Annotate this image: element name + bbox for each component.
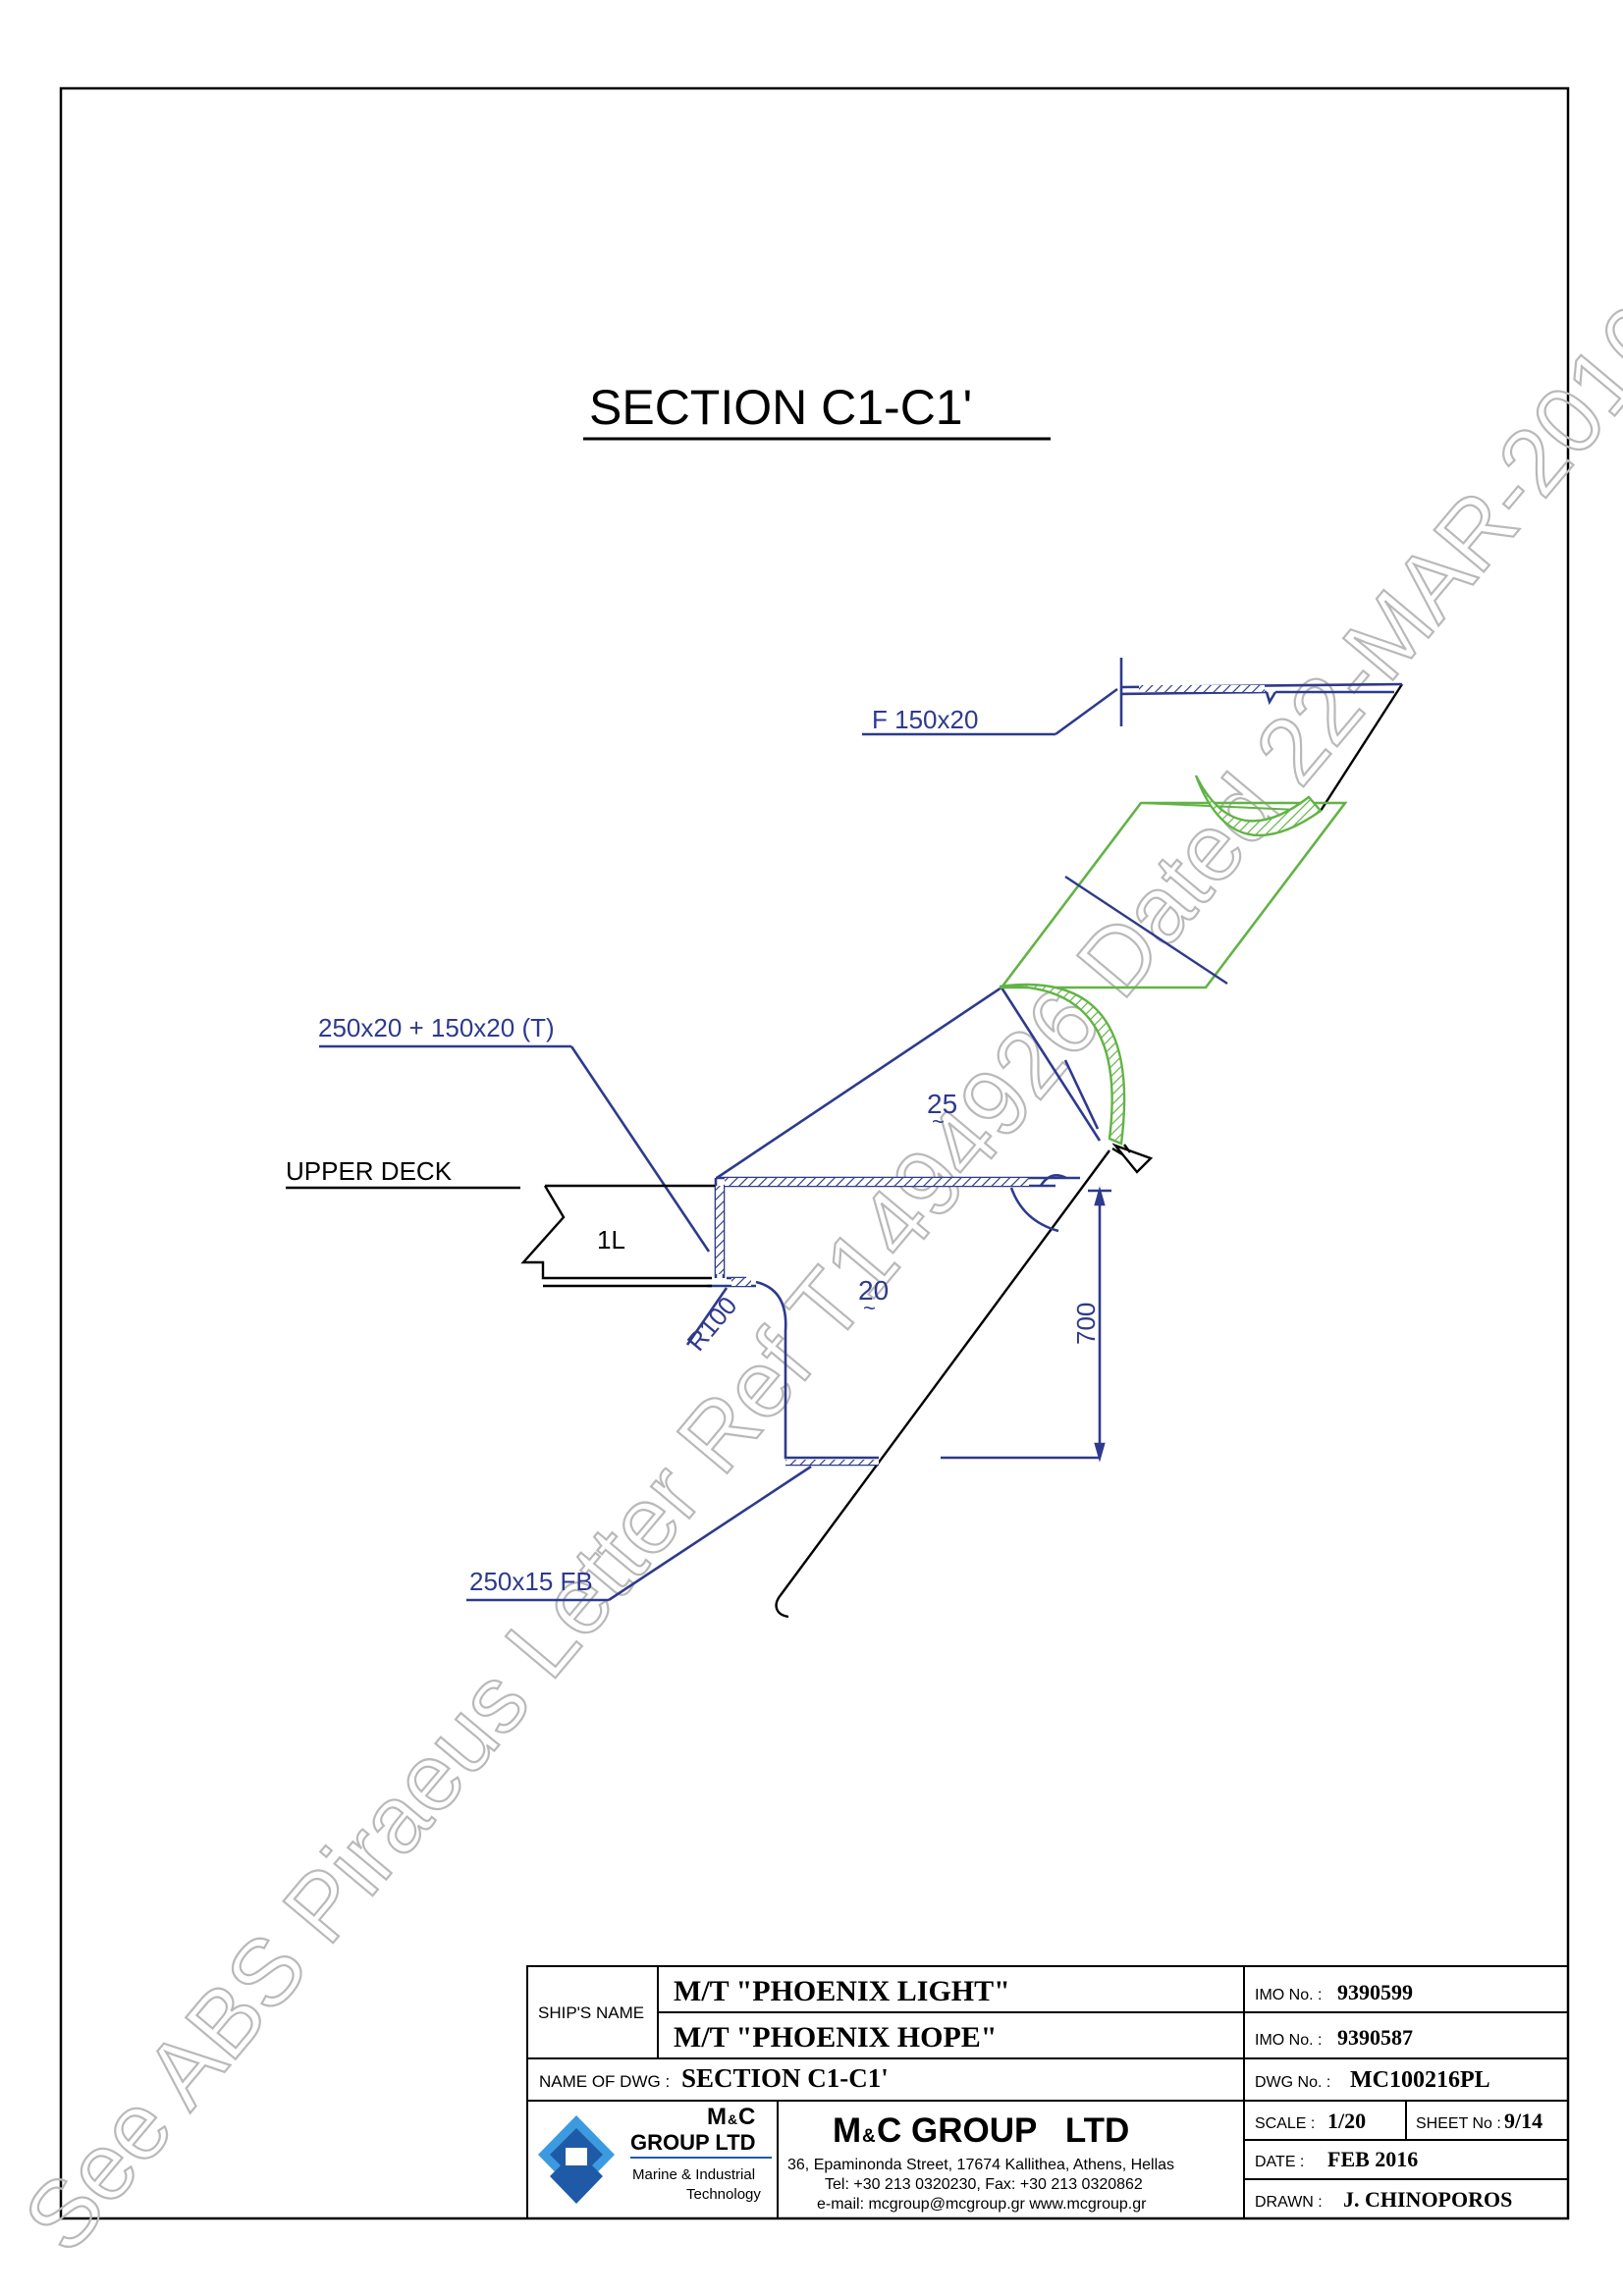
section-cut-line <box>775 683 1404 1619</box>
company-name-amp: & <box>862 2126 876 2147</box>
tilde-20: ~ <box>863 1296 876 1320</box>
company-address: 36, Epaminonda Street, 17674 Kallithea, … <box>787 2157 1174 2173</box>
logo-name-c: C <box>738 2104 755 2130</box>
ship-name-2: M/T "PHOENIX HOPE" <box>674 2021 997 2054</box>
logo-tagline-2: Technology <box>686 2186 761 2203</box>
company-logo <box>538 2115 615 2204</box>
tilde-25: ~ <box>932 1109 945 1134</box>
date-label: DATE : <box>1255 2154 1304 2170</box>
label-dimension-700: 700 <box>1071 1303 1101 1345</box>
imo-number-1: 9390599 <box>1337 1980 1413 2004</box>
dwg-no-label: DWG No. : <box>1255 2074 1330 2091</box>
upper-deck-outline <box>286 1184 715 1288</box>
logo-tagline-1: Marine & Industrial <box>632 2166 755 2183</box>
company-email: e-mail: mcgroup@mcgroup.gr www.mcgroup.g… <box>817 2196 1147 2213</box>
label-tank-1l: 1L <box>597 1225 625 1255</box>
scale-value: 1/20 <box>1327 2109 1366 2133</box>
cut-part <box>999 774 1348 1146</box>
ships-name-label: SHIP'S NAME <box>538 2003 644 2022</box>
sheet-label: SHEET No : <box>1416 2115 1501 2132</box>
title-block <box>526 1965 1569 2219</box>
company-name-rest: C GROUP LTD <box>877 2111 1129 2150</box>
imo-label-2: IMO No. : <box>1255 2032 1322 2049</box>
dwg-name-label: NAME OF DWG : <box>539 2072 670 2091</box>
date-value: FEB 2016 <box>1327 2147 1418 2171</box>
ship-name-1: M/T "PHOENIX LIGHT" <box>674 1975 1010 2007</box>
label-f150x20: F 150x20 <box>872 705 978 734</box>
logo-name-amp: & <box>728 2111 737 2127</box>
dwg-no: MC100216PL <box>1350 2067 1490 2093</box>
label-tee-bar: 250x20 + 150x20 (T) <box>318 1013 555 1042</box>
company-name-m: M <box>833 2111 861 2150</box>
label-thickness-25: 25 <box>927 1089 957 1119</box>
sheet-value: 9/14 <box>1504 2109 1542 2133</box>
imo-label-1: IMO No. : <box>1255 1987 1322 2003</box>
dwg-name: SECTION C1-C1' <box>681 2063 889 2093</box>
scale-label: SCALE : <box>1255 2115 1315 2132</box>
drawn-value: J. CHINOPOROS <box>1343 2187 1512 2212</box>
drawn-label: DRAWN : <box>1255 2194 1323 2211</box>
logo-group: GROUP LTD <box>630 2130 756 2155</box>
imo-number-2: 9390587 <box>1337 2025 1413 2050</box>
watermark: See ABS Piraeus Letter Ref T1494926 Date… <box>4 287 1623 2271</box>
label-upper-deck: UPPER DECK <box>286 1156 453 1186</box>
label-250x15-fb: 250x15 FB <box>469 1567 593 1596</box>
weld-hatching <box>716 685 1265 1465</box>
drawing-title: SECTION C1-C1' <box>589 380 972 435</box>
label-thickness-20: 20 <box>858 1275 889 1306</box>
logo-name-m: M <box>707 2104 727 2130</box>
company-phone: Tel: +30 213 0320230, Fax: +30 213 03208… <box>825 2176 1143 2193</box>
